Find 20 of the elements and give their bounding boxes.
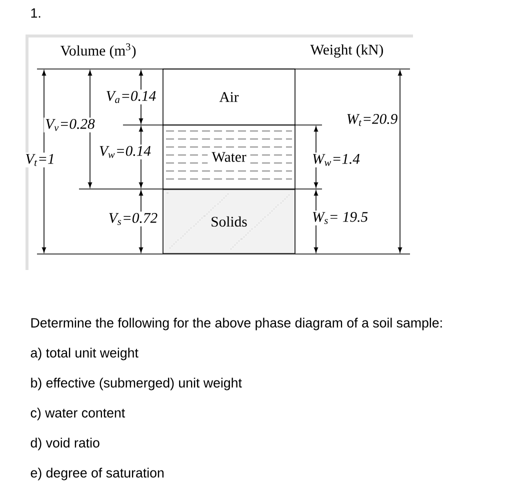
question-text: e) degree of saturation: [30, 468, 164, 480]
question-text: a) total unit weight: [30, 348, 138, 360]
column-heading: Weight (kN): [310, 44, 383, 58]
dimension-label: V$_{t}$=1: [24, 152, 56, 168]
dimension-label: V$_{s}$=0.72: [107, 212, 159, 226]
dimension-label: W$_{t}$=20.9: [345, 112, 399, 128]
dimension-label: V$_{a}$=0.14: [104, 90, 158, 104]
column-heading: Volume (m$^{3}$): [60, 43, 136, 59]
dimension-label: V$_{v}$=0.28: [44, 118, 96, 132]
question-text: b) effective (submerged) unit weight: [31, 378, 242, 390]
dimension-label: V$_{w}$=0.14: [98, 144, 152, 160]
dimension-label: W$_{s}$= 19.5: [310, 210, 370, 226]
water-layer: Water: [162, 124, 296, 190]
question-number: 1.: [31, 8, 40, 18]
question-text: Determine the following for the above phase diagram of a soil sample:: [31, 318, 442, 330]
question-text: c) water content: [30, 408, 126, 420]
solids-layer: Solids: [162, 189, 296, 254]
question-text: d) void ratio: [30, 438, 100, 450]
air-layer: Air: [162, 68, 296, 126]
dimension-label: W$_{w}$=1.4: [310, 152, 362, 168]
